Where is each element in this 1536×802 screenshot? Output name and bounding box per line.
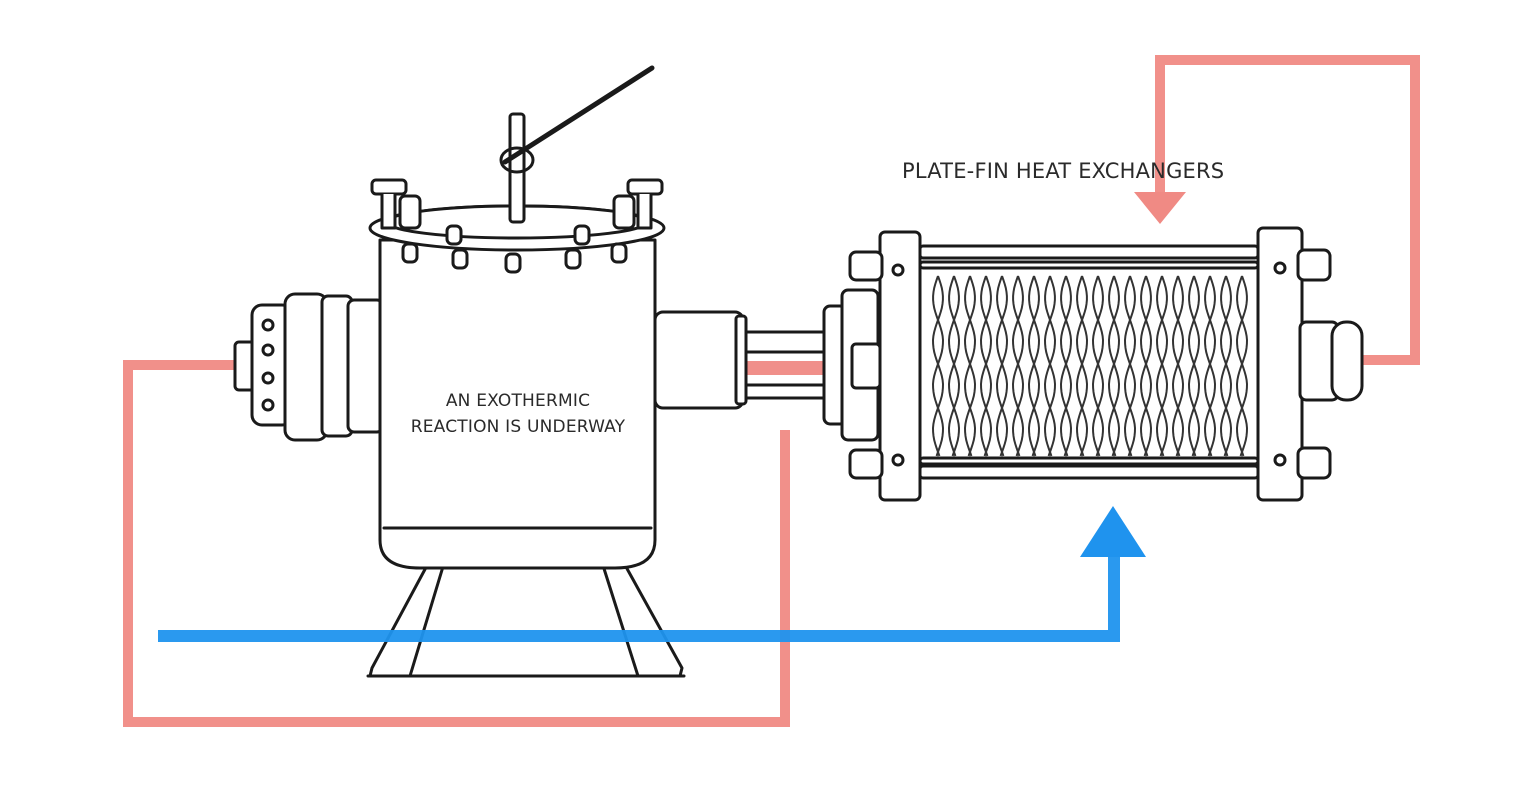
reactor-caption-line-1: AN EXOTHERMIC <box>445 391 591 411</box>
fin-strand <box>1171 275 1185 457</box>
fin-strand <box>1139 275 1153 457</box>
fin-strand <box>1075 275 1089 457</box>
reactor-vessel <box>233 112 828 678</box>
fin-strand <box>1027 275 1041 457</box>
agitator-lever <box>502 65 655 165</box>
fin-strand <box>947 275 961 457</box>
lid-clamp-left <box>370 178 422 230</box>
reactor-left-nozzle <box>233 292 385 442</box>
fin-strand <box>931 275 945 457</box>
fin-strand <box>963 275 977 457</box>
fin-strand <box>1107 275 1121 457</box>
exchanger-outlet <box>1298 320 1364 402</box>
fin-strand <box>1139 275 1153 457</box>
exchanger-left-plate <box>878 230 922 502</box>
fin-strand <box>1187 275 1201 457</box>
fin-strand <box>1203 275 1217 457</box>
reactor-caption-line-2: REACTION IS UNDERWAY <box>410 417 626 437</box>
fin-strand <box>979 275 993 457</box>
fin-strand <box>1155 275 1169 457</box>
fin-strand <box>1075 275 1089 457</box>
hot-stream-arrow-icon <box>1134 192 1186 224</box>
fin-strand <box>1059 275 1073 457</box>
fin-strand <box>963 275 977 457</box>
agitator-shaft <box>499 112 535 224</box>
fin-strand <box>995 275 1009 457</box>
fin-strand <box>1171 275 1185 457</box>
fin-strand <box>1203 275 1217 457</box>
reactor-caption: AN EXOTHERMIC REACTION IS UNDERWAY <box>398 388 638 440</box>
exchanger-fins <box>931 275 1249 457</box>
cold-stream-line <box>158 506 1146 642</box>
reactor-body <box>378 238 657 570</box>
fin-strand <box>1235 275 1249 457</box>
reactor-legs <box>366 554 686 678</box>
lid-bolts <box>401 224 628 274</box>
fin-strand <box>1059 275 1073 457</box>
fin-strand <box>1235 275 1249 457</box>
fin-strand <box>1123 275 1137 457</box>
fin-strand <box>1155 275 1169 457</box>
fin-strand <box>1187 275 1201 457</box>
fin-strand <box>1219 275 1233 457</box>
fin-strand <box>979 275 993 457</box>
fin-strand <box>1043 275 1057 457</box>
heat-exchanger-caption: PLATE-FIN HEAT EXCHANGERS <box>902 159 1225 183</box>
fin-strand <box>1123 275 1137 457</box>
fin-strand <box>931 275 945 457</box>
fin-strand <box>1091 275 1105 457</box>
reactor-right-nozzle <box>653 310 828 410</box>
fin-strand <box>995 275 1009 457</box>
lid-clamp-right <box>612 178 664 230</box>
cold-stream-arrow-icon <box>1080 506 1146 557</box>
fin-strand <box>1027 275 1041 457</box>
fin-strand <box>947 275 961 457</box>
plate-fin-heat-exchanger <box>822 226 1364 502</box>
fin-strand <box>1091 275 1105 457</box>
exchanger-inlet <box>822 288 882 442</box>
fin-strand <box>1011 275 1025 457</box>
fin-strand <box>1219 275 1233 457</box>
fin-strand <box>1011 275 1025 457</box>
fin-strand <box>1043 275 1057 457</box>
fin-strand <box>1107 275 1121 457</box>
